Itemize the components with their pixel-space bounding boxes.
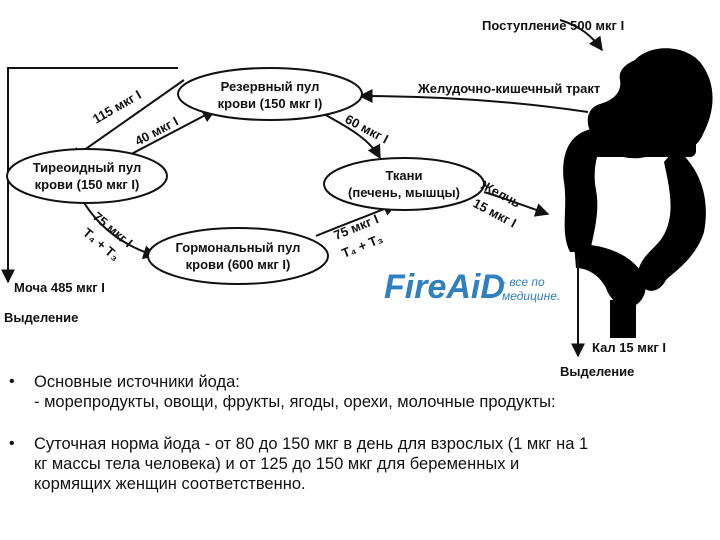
fireaid-logo: FireAiD - все по медицине. bbox=[384, 268, 560, 306]
intake-label: Поступление 500 мкг I bbox=[482, 18, 624, 33]
thyroid-to-reserve-arrow bbox=[119, 109, 217, 161]
feces-label: Кал 15 мкг I bbox=[592, 340, 666, 355]
thyroid-line-1: Тиреоидный пул bbox=[33, 160, 142, 175]
hormonal-line-2: крови (600 мкг I) bbox=[186, 257, 291, 272]
tissues-line-1: Ткани bbox=[385, 168, 422, 183]
bullet-line: Основные источники йода: bbox=[34, 373, 240, 391]
intestine-silhouette bbox=[563, 48, 713, 338]
tissues-to-bile-arrow bbox=[483, 191, 550, 217]
bullet-line: - морепродукты, овощи, фрукты, ягоды, ор… bbox=[34, 393, 556, 411]
reserve-to-tissues-arrow bbox=[319, 111, 381, 160]
excretion-left-label: Выделение bbox=[4, 310, 78, 325]
gi-to-reserve-arrow bbox=[358, 89, 589, 113]
bullet-line: кормящих женщин соответственно. bbox=[34, 475, 306, 493]
brand-tagline-2: медицине. bbox=[502, 289, 560, 303]
brand-name: FireAiD bbox=[384, 268, 505, 306]
bullet-list: Основные источники йода: - морепродукты,… bbox=[0, 366, 720, 494]
reserve-line-1: Резервный пул bbox=[221, 79, 320, 94]
urine-label: Моча 485 мкг I bbox=[14, 280, 105, 295]
thyroid-line-2: крови (150 мкг I) bbox=[35, 177, 140, 192]
tissues-line-2: (печень, мышцы) bbox=[348, 185, 460, 200]
bullet-line: Суточная норма йода - от 80 до 150 мкг в… bbox=[34, 435, 589, 453]
node-reserve-pool: Резервный пул крови (150 мкг I) bbox=[177, 67, 363, 121]
brand-tagline-1: - все по bbox=[502, 275, 545, 289]
node-tissues: Ткани (печень, мышцы) bbox=[323, 157, 485, 211]
hormonal-line-1: Гормональный пул bbox=[176, 240, 301, 255]
reserve-to-thyroid-arrow bbox=[68, 79, 185, 161]
diagram-connectors bbox=[1, 19, 603, 358]
bullet-item-sources: Основные источники йода: - морепродукты,… bbox=[0, 372, 720, 412]
urine-line bbox=[1, 67, 178, 284]
iodine-metabolism-diagram: Резервный пул крови (150 мкг I) Тиреоидн… bbox=[1, 18, 713, 379]
bullet-item-daily-norm: Суточная норма йода - от 80 до 150 мкг в… bbox=[0, 434, 720, 494]
gi-tract-label: Желудочно-кишечный тракт bbox=[417, 81, 600, 96]
reserve-line-2: крови (150 мкг I) bbox=[218, 96, 323, 111]
intake-arrow bbox=[559, 19, 603, 52]
bullet-line: кг массы тела человека) и от 125 до 150 … bbox=[34, 455, 520, 473]
node-hormonal-pool: Гормональный пул крови (600 мкг I) bbox=[147, 227, 329, 285]
rate-115-label: 115 мкг I bbox=[90, 87, 144, 127]
node-thyroid-pool: Тиреоидный пул крови (150 мкг I) bbox=[6, 148, 168, 204]
